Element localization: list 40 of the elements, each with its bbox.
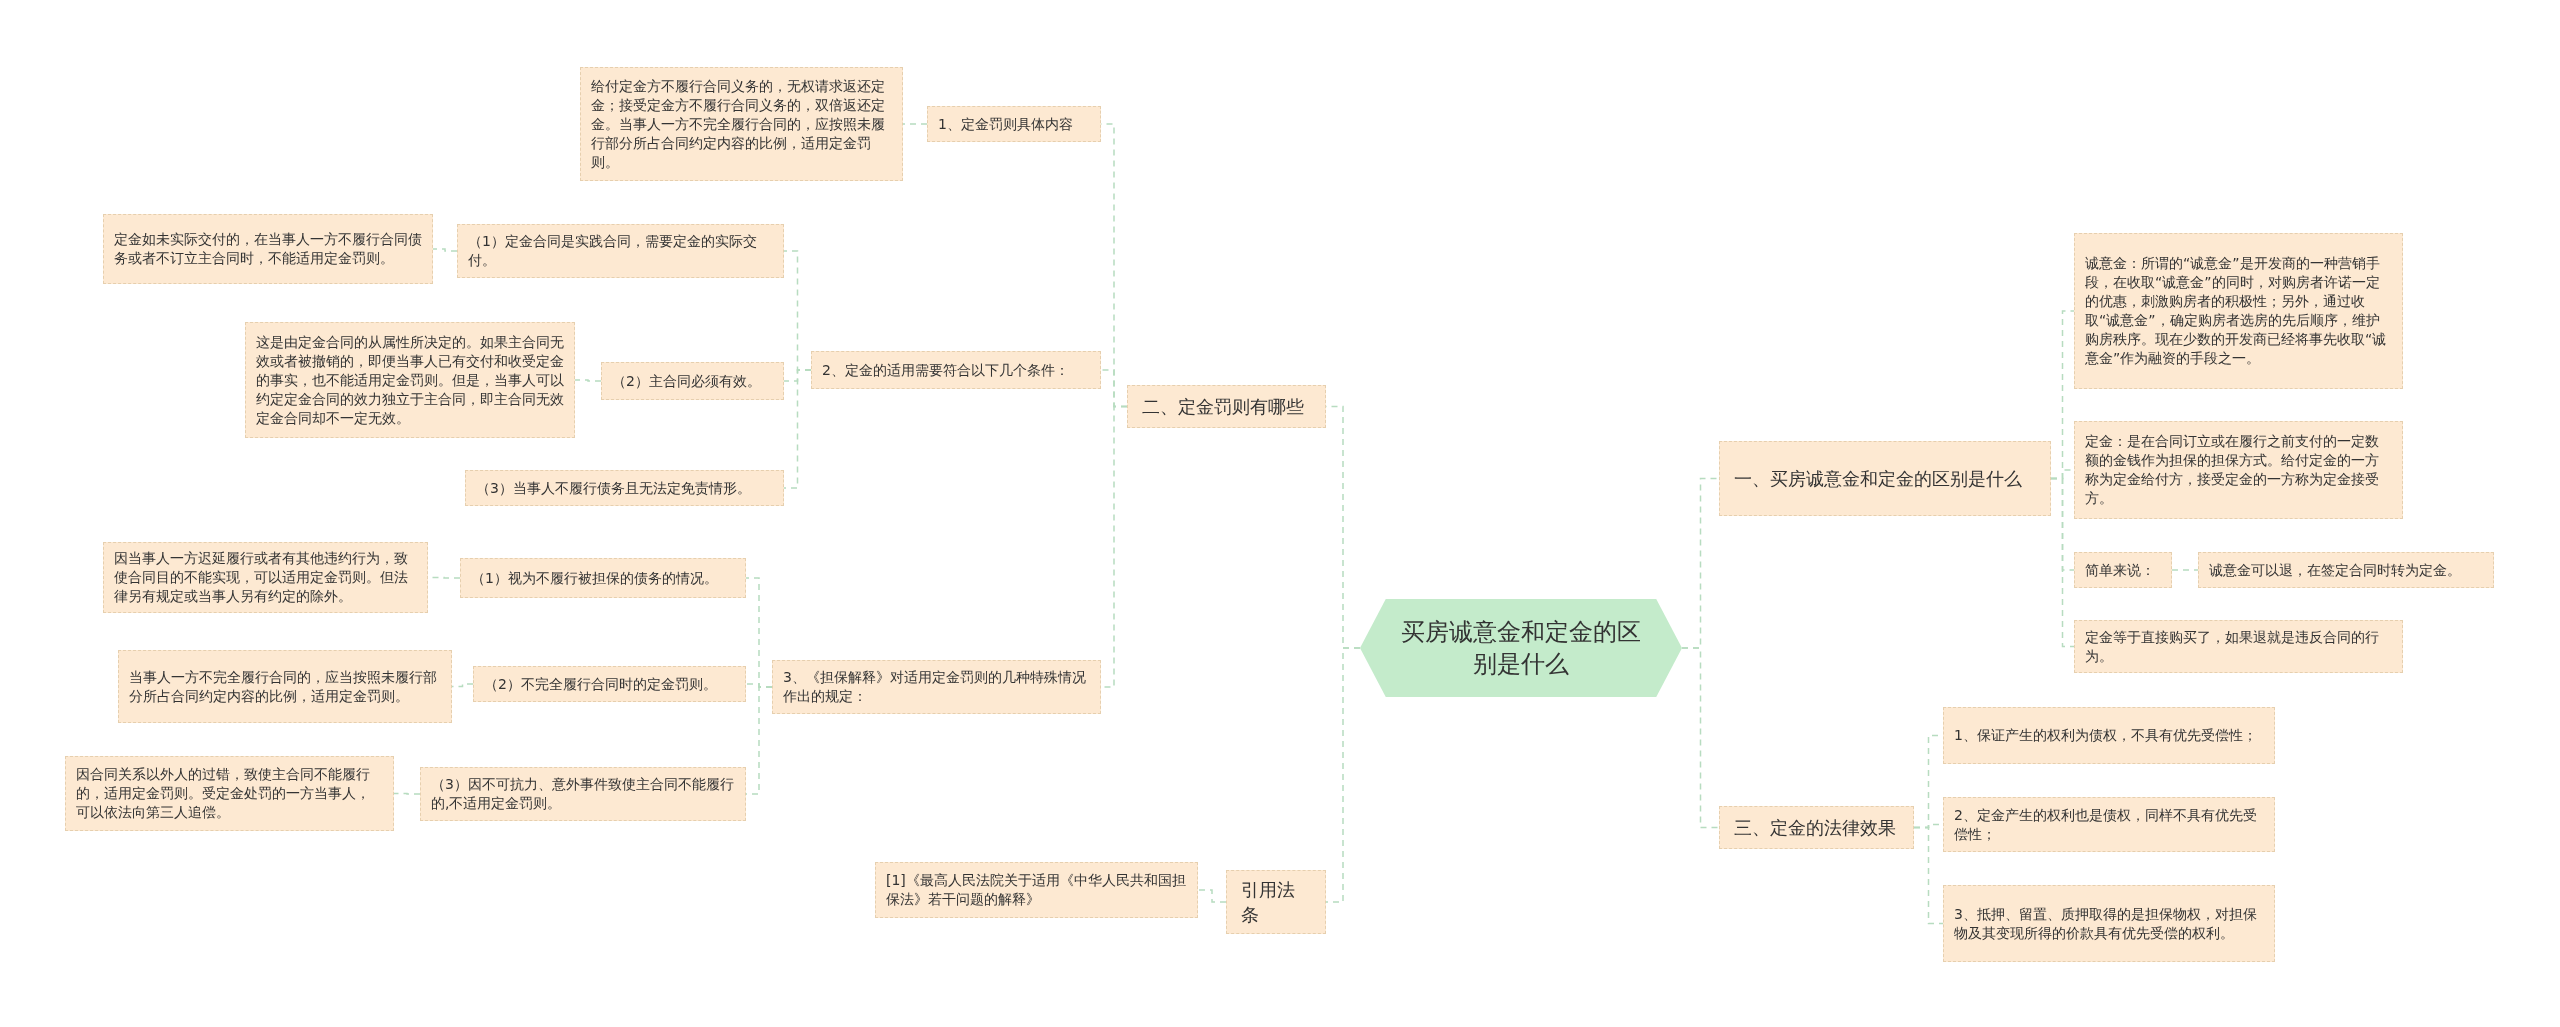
text-box: （2）不完全履行合同时的定金罚则。 [473, 666, 746, 702]
text-box: （1）定金合同是实践合同，需要定金的实际交付。 [457, 224, 784, 278]
connector-line [1325, 647, 1361, 903]
connector-line [1681, 647, 1720, 829]
text-box: （1）视为不履行被担保的债务的情况。 [460, 558, 746, 598]
text-box: 3、抵押、留置、质押取得的是担保物权，对担保物及其变现所得的价款具有优先受偿的权利。 [1943, 885, 2275, 962]
connector-line [2050, 477, 2075, 648]
text-box: 诚意金可以退，在签定合同时转为定金。 [2198, 552, 2494, 588]
text-box: 3、《担保解释》对适用定金罚则的几种特殊情况作出的规定： [772, 660, 1101, 714]
text-box: 定金如未实际交付的，在当事人一方不履行合同债务或者不订立主合同时，不能适用定金罚则。 [103, 214, 433, 284]
text-box: 诚意金：所谓的“诚意金”是开发商的一种营销手段，在收取“诚意金”的同时，对购房者许诺一定的优惠，刺激购房者的积极性；另外，通过收取“诚意金”，确定购房者选房的先后顺序，维护购房秩序。现在少数的开发商已经将事先收取“诚意金”作为融资的手段之一。 [2074, 233, 2403, 389]
connector-line [902, 123, 928, 125]
connector-line [1197, 889, 1227, 903]
connector-line [1913, 826, 1944, 925]
branch-box: 一、买房诚意金和定金的区别是什么 [1719, 441, 2051, 516]
text-box: 因当事人一方迟延履行或者有其他违约行为，致使合同目的不能实现，可以适用定金罚则。但法律另有规定或当事人另有约定的除外。 [103, 542, 428, 613]
branch-box: 三、定金的法律效果 [1719, 806, 1914, 849]
text-box: 因合同关系以外人的过错，致使主合同不能履行的，适用定金罚则。受定金处罚的一方当事人，可以依法向第三人追偿。 [65, 756, 394, 831]
text-box: 2、定金的适用需要符合以下几个条件： [811, 351, 1101, 389]
text-box: （3）因不可抗力、意外事件致使主合同不能履行的,不适用定金罚则。 [420, 767, 746, 821]
branch-box: 二、定金罚则有哪些 [1127, 385, 1326, 428]
text-box: [1]《最高人民法院关于适用《中华人民共和国担保法》若干问题的解释》 [875, 862, 1198, 918]
connector-line [574, 379, 602, 382]
text-box: 1、定金罚则具体内容 [927, 106, 1101, 142]
text-box: 这是由定金合同的从属性所决定的。如果主合同无效或者被撤销的，即便当事人已有交付和收受定金的事实，也不能适用定金罚则。但是，当事人可以约定定金合同的效力独立于主合同，即主合同无效定金合同却不一定无效。 [245, 322, 575, 438]
text-box: （2）主合同必须有效。 [601, 362, 784, 400]
branch-box: 引用法条 [1226, 870, 1326, 934]
text-box: 当事人一方不完全履行合同的，应当按照未履行部分所占合同约定内容的比例，适用定金罚则。 [118, 650, 452, 723]
connector-line [451, 683, 474, 688]
text-box: （3）当事人不履行债务且无法定免责情形。 [465, 470, 784, 506]
connector-line [2171, 569, 2199, 571]
text-box: 1、保证产生的权利为债权，不具有优先受偿性； [1943, 707, 2275, 764]
connector-line [783, 369, 812, 489]
text-box: 定金：是在合同订立或在履行之前支付的一定数额的金钱作为担保的担保方式。给付定金的一方称为定金给付方，接受定金的一方称为定金接受方。 [2074, 421, 2403, 519]
text-box: 2、定金产生的权利也是债权，同样不具有优先受偿性； [1943, 797, 2275, 852]
connector-line [432, 248, 458, 252]
text-box: 定金等于直接购买了，如果退就是违反合同的行为。 [2074, 620, 2403, 673]
connector-line [393, 792, 421, 795]
text-box: 给付定金方不履行合同义务的，无权请求返还定金；接受定金方不履行合同义务的，双倍返还定金。当事人一方不完全履行合同的，应按照未履行部分所占合同约定内容的比例，适用定金罚则。 [580, 67, 903, 181]
text-box: 简单来说： [2074, 552, 2172, 588]
